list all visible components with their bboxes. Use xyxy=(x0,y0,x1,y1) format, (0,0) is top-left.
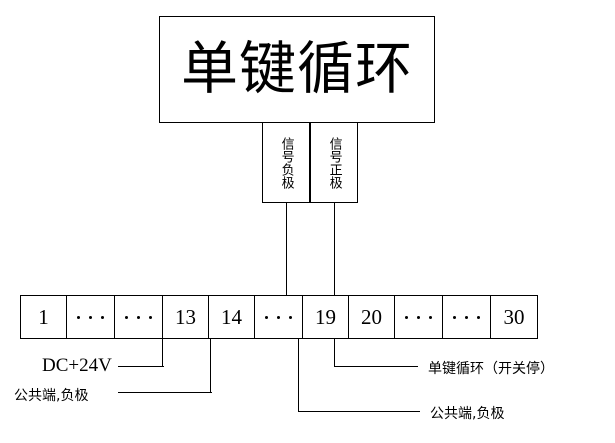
leader-common-negative-left-horizontal xyxy=(118,392,212,393)
terminal-cell-dots xyxy=(115,296,163,338)
leader-terminal-20-vertical xyxy=(334,339,335,366)
dot-icon xyxy=(101,315,104,319)
ellipsis-dots xyxy=(405,315,432,319)
ellipsis-dots xyxy=(125,315,152,319)
device-title-text: 单键循环 xyxy=(181,36,413,102)
signal-negative-label: 信号负极 xyxy=(278,136,294,189)
dot-icon xyxy=(77,315,80,319)
dot-icon xyxy=(89,315,92,319)
dot-icon xyxy=(277,315,280,319)
ellipsis-dots xyxy=(77,315,104,319)
wire-signal-negative-to-terminal-19 xyxy=(286,203,287,296)
label-single-key-cycle: 单键循环（开关停） xyxy=(428,361,554,377)
dot-icon xyxy=(125,315,128,319)
dot-icon xyxy=(149,315,152,319)
dot-icon xyxy=(405,315,408,319)
wire-signal-positive-to-terminal-20 xyxy=(334,203,335,296)
dot-icon xyxy=(477,315,480,319)
ellipsis-dots xyxy=(265,315,292,319)
leader-single-key-cycle-horizontal xyxy=(334,366,418,367)
label-common-negative-left: 公共端,负极 xyxy=(14,388,89,404)
dot-icon xyxy=(137,315,140,319)
signal-positive-label: 信号正极 xyxy=(326,136,342,189)
leader-terminal-14-vertical xyxy=(210,339,211,392)
leader-common-negative-right-horizontal xyxy=(298,411,420,412)
dot-icon xyxy=(429,315,432,319)
terminal-cell: 14 xyxy=(209,296,255,338)
terminal-cell: 20 xyxy=(349,296,395,338)
leader-dc24v-horizontal xyxy=(118,366,164,367)
leader-terminal-19-vertical xyxy=(298,339,299,411)
terminal-cell: 19 xyxy=(303,296,349,338)
dot-icon xyxy=(465,315,468,319)
signal-negative-box: 信号负极 xyxy=(262,122,310,203)
terminal-cell-dots xyxy=(255,296,303,338)
label-common-negative-right: 公共端,负极 xyxy=(430,406,505,422)
device-title-box: 单键循环 xyxy=(159,16,435,123)
terminal-cell-dots xyxy=(67,296,115,338)
terminal-strip: 1 13 14 19 20 xyxy=(20,295,538,339)
leader-terminal-13-vertical xyxy=(162,339,163,366)
dot-icon xyxy=(265,315,268,319)
terminal-cell: 30 xyxy=(491,296,537,338)
terminal-cell: 13 xyxy=(163,296,209,338)
terminal-cell-dots xyxy=(395,296,443,338)
signal-positive-box: 信号正极 xyxy=(310,122,358,203)
dot-icon xyxy=(289,315,292,319)
dot-icon xyxy=(417,315,420,319)
label-dc-24v: DC+24V xyxy=(42,355,112,376)
ellipsis-dots xyxy=(453,315,480,319)
terminal-cell-dots xyxy=(443,296,491,338)
dot-icon xyxy=(453,315,456,319)
terminal-cell: 1 xyxy=(21,296,67,338)
